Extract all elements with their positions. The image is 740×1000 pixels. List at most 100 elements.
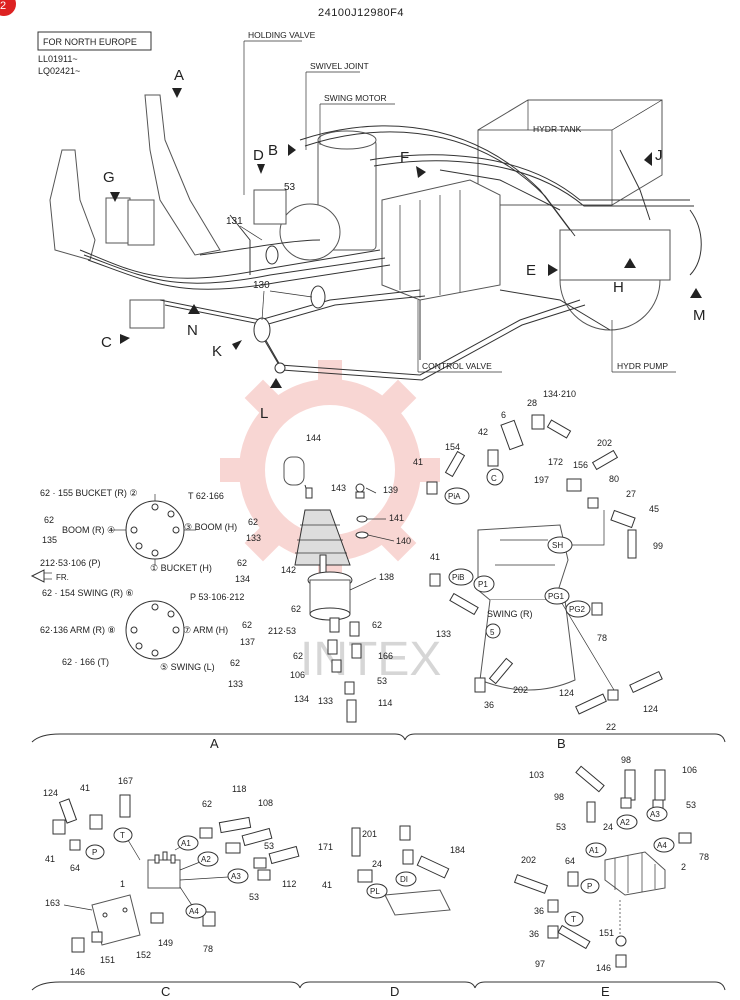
port-bucket-h: ① BUCKET (H)	[150, 563, 212, 573]
port-p-c: P	[92, 848, 97, 857]
part-152: 152	[136, 950, 151, 960]
fittings-a: 62 212·53 62 62 166 106 134 133 53 114	[268, 604, 393, 723]
part-131-label: 131	[226, 216, 243, 227]
port-arm-h-num-b: 137	[240, 637, 255, 647]
part-202-e: 202	[521, 855, 536, 865]
port-p-e: P	[587, 882, 592, 891]
part-62-a: 62	[291, 604, 301, 614]
label-hydr-pump: HYDR PUMP	[617, 361, 668, 371]
part-108: 108	[258, 798, 273, 808]
part-212-53: 212·53	[268, 626, 296, 636]
port-boom-r-num-b: 135	[42, 535, 57, 545]
part-112: 112	[282, 879, 296, 889]
serial-range-2: LQ02421~	[38, 66, 80, 76]
part-171: 171	[318, 842, 333, 852]
port-bucket-h-num-a: 62	[237, 558, 247, 568]
part-154: 154	[445, 442, 460, 452]
part-133-b: 133	[436, 629, 451, 639]
part-124-c: 124	[43, 788, 58, 798]
page-badge: 2	[0, 0, 16, 16]
part-124-b: 124	[643, 704, 658, 714]
part-167: 167	[118, 776, 133, 786]
port-a2-c: A2	[201, 855, 211, 864]
part-53-e1: 53	[686, 800, 696, 810]
section-label-b: B	[557, 736, 566, 751]
port-pg1: PG1	[548, 592, 565, 601]
part-36-e1: 36	[534, 906, 544, 916]
view-letter-a: A	[174, 67, 184, 84]
section-label-e: E	[601, 984, 610, 999]
hydraulic-tank	[477, 99, 663, 206]
watermark-text: INTEX	[300, 633, 441, 686]
part-24-d: 24	[372, 859, 382, 869]
part-202-c: 202	[513, 685, 528, 695]
port-a4-c: A4	[189, 907, 199, 916]
part-27: 27	[626, 489, 636, 499]
part-64-c: 64	[70, 863, 80, 873]
part-142: 142	[281, 565, 296, 575]
part-172: 172	[548, 457, 563, 467]
part-141: 141	[389, 513, 404, 523]
part-98-a: 98	[621, 755, 631, 765]
left-control-levers	[49, 94, 221, 329]
part-140: 140	[396, 536, 411, 546]
port-di: DI	[400, 875, 408, 884]
part-2: 2	[681, 862, 686, 872]
component-callouts: HOLDING VALVE SWIVEL JOINT SWING MOTOR H…	[243, 30, 676, 373]
port-a2-e: A2	[620, 818, 630, 827]
part-41-f: 41	[322, 880, 332, 890]
section-brackets-upper	[31, 733, 726, 743]
view-letter-k: K	[212, 343, 222, 360]
port-a1-e: A1	[589, 846, 599, 855]
part-184: 184	[450, 845, 465, 855]
part-62-b: 62	[372, 620, 382, 630]
part-53-e2: 53	[556, 822, 566, 832]
port-swing-r: 62 · 154 SWING (R) ⑥	[42, 588, 134, 598]
part-78-e: 78	[699, 852, 709, 862]
port-5: 5	[490, 628, 495, 637]
region-note: FOR NORTH EUROPE LL01911~ LQ02421~	[37, 31, 152, 76]
view-letter-h: H	[613, 279, 624, 296]
section-label-a: A	[210, 736, 219, 751]
port-boom-h-num-b: 133	[246, 533, 261, 543]
label-swivel-joint: SWIVEL JOINT	[310, 61, 369, 71]
view-letter-n: N	[187, 322, 198, 339]
port-arm-h-num-a: 62	[242, 620, 252, 630]
part-118: 118	[232, 784, 246, 794]
part-133: 133	[318, 696, 333, 706]
part-41-c: 41	[430, 552, 440, 562]
part-78-b: 78	[597, 633, 607, 643]
holding-valve	[253, 189, 287, 225]
document-code: 24100J12980F4	[318, 7, 404, 19]
part-134: 134	[294, 694, 309, 704]
port-swing-l-num-b: 133	[228, 679, 243, 689]
view-letter-j: J	[655, 147, 663, 164]
part-106-e: 106	[682, 765, 697, 775]
part-139: 139	[383, 485, 398, 495]
hose-lines	[79, 125, 702, 381]
port-a3-e: A3	[650, 810, 660, 819]
label-hydr-tank: HYDR TANK	[533, 124, 582, 134]
part-45: 45	[649, 504, 659, 514]
port-t-lower: 62 · 166 (T)	[62, 657, 109, 667]
port-bucket-h-num-b: 134	[235, 574, 250, 584]
label-holding-valve: HOLDING VALVE	[248, 30, 316, 40]
part-149: 149	[158, 938, 173, 948]
port-a4-e: A4	[657, 841, 667, 850]
part-41-d: 41	[80, 783, 90, 793]
part-138: 138	[379, 572, 394, 582]
port-p1: P1	[478, 580, 488, 589]
port-diagrams: 62 · 155 BUCKET (R) ② T 62·166 62 135 BO…	[30, 488, 261, 689]
part-151-e: 151	[599, 928, 614, 938]
part-42: 42	[478, 427, 488, 437]
serial-range-1: LL01911~	[38, 54, 78, 64]
part-163: 163	[45, 898, 60, 908]
part-24-e: 24	[603, 822, 613, 832]
port-c: C	[491, 474, 497, 483]
part-146-c: 146	[70, 967, 85, 977]
view-letter-l: L	[260, 405, 268, 422]
port-pl: PL	[370, 887, 380, 896]
part-53-label: 53	[284, 182, 296, 193]
part-78-c: 78	[203, 944, 213, 954]
